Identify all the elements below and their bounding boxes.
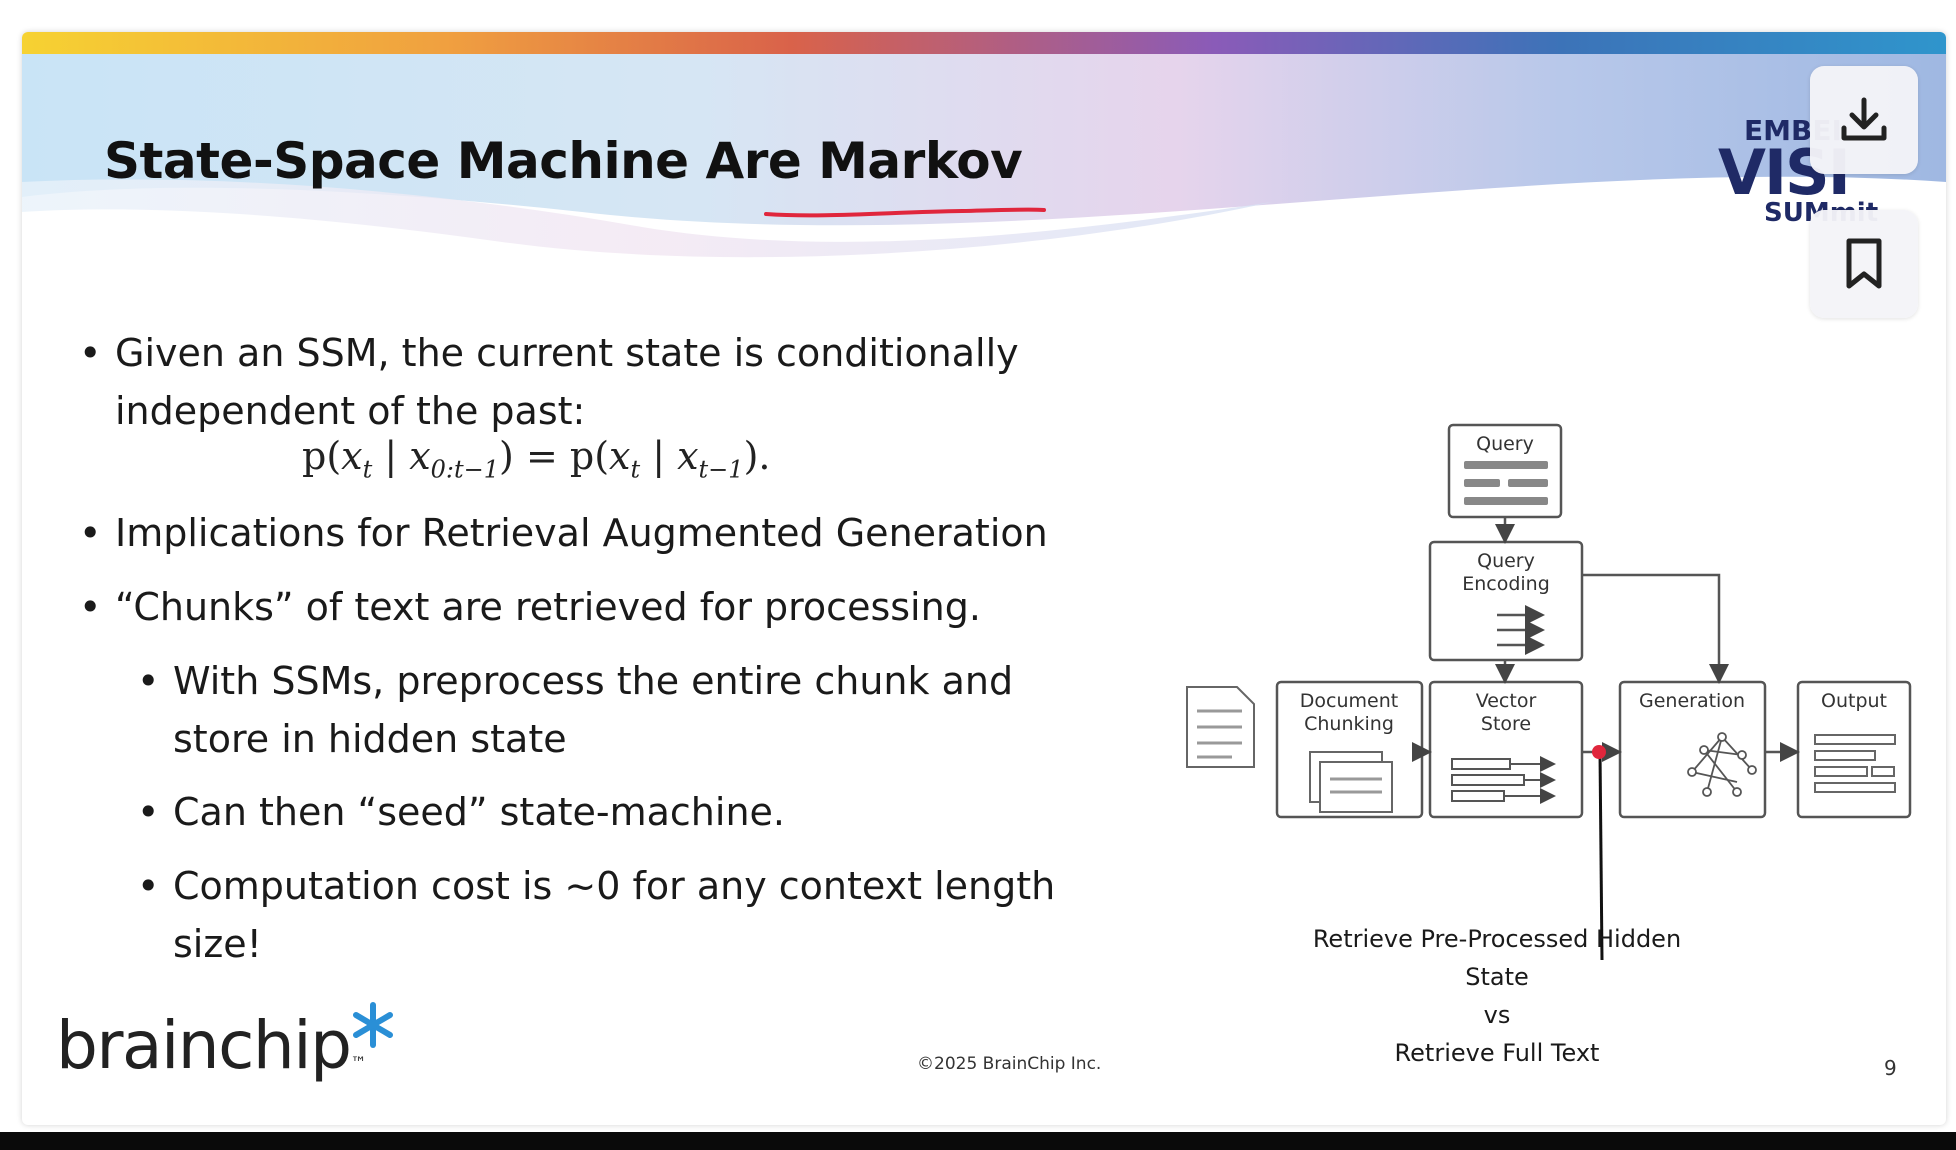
brainchip-star-icon bbox=[353, 1002, 393, 1048]
slide-body: • Given an SSM, the current state is con… bbox=[22, 32, 1946, 1125]
sub-bullet-item: • With SSMs, preprocess the entire chunk… bbox=[137, 659, 1014, 761]
svg-text:Store: Store bbox=[1481, 713, 1531, 735]
sub-bullet-item: • Can then “seed” state-machine. bbox=[137, 790, 785, 834]
copyright-text: ©2025 BrainChip Inc. bbox=[917, 1054, 1102, 1074]
download-icon bbox=[1841, 97, 1887, 141]
svg-text:Chunking: Chunking bbox=[1304, 713, 1394, 735]
bullet-item: • Implications for Retrieval Augmented G… bbox=[79, 511, 1048, 555]
sub-bullet-item: • Computation cost is ~0 for any context… bbox=[137, 864, 1056, 966]
page-number: 9 bbox=[1884, 1056, 1897, 1080]
bullet-item: • “Chunks” of text are retrieved for pro… bbox=[79, 585, 981, 629]
header-swoosh bbox=[22, 54, 1946, 258]
callout-line bbox=[1598, 751, 1604, 961]
bookmark-icon bbox=[1846, 238, 1882, 289]
top-gradient-bar bbox=[22, 32, 1946, 54]
download-button[interactable] bbox=[1810, 66, 1918, 174]
red-ink-underline bbox=[764, 207, 1046, 218]
svg-text:Encoding: Encoding bbox=[1462, 573, 1550, 595]
query-label: Query bbox=[1476, 433, 1534, 455]
brainchip-logo: brainchip™ bbox=[56, 1007, 366, 1084]
svg-text:Output: Output bbox=[1821, 690, 1887, 712]
rag-pipeline-diagram: Query Query Encoding Document Chunking V… bbox=[1186, 423, 1912, 961]
slide: State-Space Machine Are Markov EMBEI VIS… bbox=[22, 32, 1946, 1125]
svg-text:Vector: Vector bbox=[1476, 690, 1537, 712]
bookmark-button[interactable] bbox=[1810, 210, 1918, 318]
svg-text:Query: Query bbox=[1477, 550, 1535, 572]
callout-caption: Retrieve Pre-Processed Hidden State vs R… bbox=[1312, 925, 1682, 1067]
markov-formula: p(xt | x0:t−1) = p(xt | xt−1). bbox=[302, 434, 771, 484]
slide-title: State-Space Machine Are Markov bbox=[104, 132, 1023, 190]
svg-text:Generation: Generation bbox=[1639, 690, 1745, 712]
svg-text:Document: Document bbox=[1300, 690, 1398, 712]
callout-dot bbox=[1592, 745, 1606, 759]
bottom-bar bbox=[0, 1132, 1956, 1150]
bullet-item: • Given an SSM, the current state is con… bbox=[79, 331, 1019, 433]
